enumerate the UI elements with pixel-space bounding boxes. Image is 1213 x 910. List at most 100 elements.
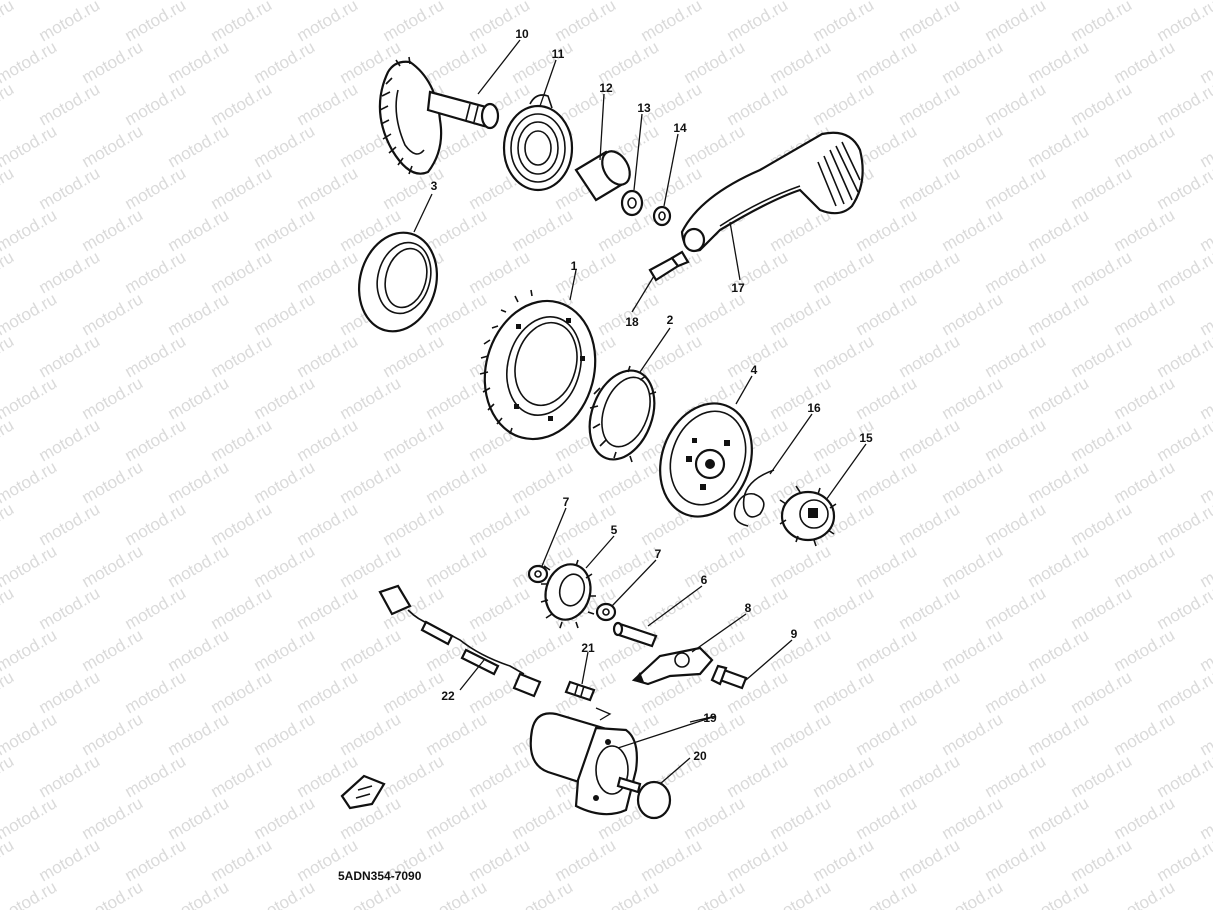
watermark-text: motod.ru xyxy=(165,457,233,507)
callout-6: 6 xyxy=(701,573,708,587)
watermark-text: motod.ru xyxy=(939,373,1007,423)
watermark-text: motod.ru xyxy=(638,835,706,885)
watermark-text: motod.ru xyxy=(251,121,319,171)
watermark-text: motod.ru xyxy=(1154,79,1213,129)
watermark-text: motod.ru xyxy=(681,289,749,339)
watermark-text: motod.ru xyxy=(165,709,233,759)
watermark-text: motod.ru xyxy=(79,37,147,87)
watermark-text: motod.ru xyxy=(896,79,964,129)
watermark-text: motod.ru xyxy=(767,709,835,759)
watermark-text: motod.ru xyxy=(337,457,405,507)
watermark-text: motod.ru xyxy=(939,121,1007,171)
watermark-text: motod.ru xyxy=(0,625,60,675)
part-starter-motor xyxy=(529,712,642,816)
watermark-text: motod.ru xyxy=(36,499,104,549)
callout-19: 19 xyxy=(703,711,717,725)
watermark-text: motod.ru xyxy=(294,499,362,549)
watermark-text: motod.ru xyxy=(79,289,147,339)
watermark-text: motod.ru xyxy=(1154,751,1213,801)
callout-16: 16 xyxy=(807,401,821,415)
watermark-text: motod.ru xyxy=(1068,247,1136,297)
watermark-text: motod.ru xyxy=(939,541,1007,591)
watermark-text: motod.ru xyxy=(0,583,17,633)
watermark-text: motod.ru xyxy=(79,793,147,843)
watermark-text: motod.ru xyxy=(896,415,964,465)
watermark-text: motod.ru xyxy=(982,499,1050,549)
watermark-text: motod.ru xyxy=(294,0,362,45)
watermark-text: motod.ru xyxy=(767,877,835,910)
watermark-text: motod.ru xyxy=(982,667,1050,717)
watermark-text: motod.ru xyxy=(165,289,233,339)
watermark-text: motod.ru xyxy=(251,541,319,591)
watermark-text: motod.ru xyxy=(724,499,792,549)
watermark-text: motod.ru xyxy=(0,79,17,129)
watermark-text: motod.ru xyxy=(767,373,835,423)
watermark-text: motod.ru xyxy=(423,877,491,910)
watermark-text: motod.ru xyxy=(0,289,60,339)
watermark-text: motod.ru xyxy=(810,583,878,633)
watermark-text: motod.ru xyxy=(1025,289,1093,339)
watermark-text: motod.ru xyxy=(681,877,749,910)
watermark-text: motod.ru xyxy=(0,163,17,213)
watermark-text: motod.ru xyxy=(853,37,921,87)
watermark-text: motod.ru xyxy=(1111,793,1179,843)
watermark-text: motod.ru xyxy=(0,457,60,507)
callout-2: 2 xyxy=(667,313,674,327)
watermark-text: motod.ru xyxy=(1068,499,1136,549)
watermark-text: motod.ru xyxy=(208,79,276,129)
watermark-text: motod.ru xyxy=(509,625,577,675)
callout-5: 5 xyxy=(611,523,618,537)
watermark-text: motod.ru xyxy=(1068,0,1136,45)
watermark-text: motod.ru xyxy=(165,877,233,910)
part-plate xyxy=(631,646,714,686)
callout-4: 4 xyxy=(751,363,758,377)
watermark-text: motod.ru xyxy=(251,205,319,255)
watermark-text: motod.ru xyxy=(1068,667,1136,717)
watermark-text: motod.ru xyxy=(767,793,835,843)
watermark-text: motod.ru xyxy=(810,835,878,885)
part-kick-crank xyxy=(680,131,864,253)
watermark-text: motod.ru xyxy=(982,583,1050,633)
watermark-text: motod.ru xyxy=(466,247,534,297)
watermark-text: motod.ru xyxy=(165,541,233,591)
watermark-text: motod.ru xyxy=(853,205,921,255)
watermark-text: motod.ru xyxy=(767,37,835,87)
watermark-text: motod.ru xyxy=(122,415,190,465)
watermark-text: motod.ru xyxy=(79,625,147,675)
watermark-text: motod.ru xyxy=(681,541,749,591)
watermark-text: motod.ru xyxy=(724,583,792,633)
watermark-text: motod.ru xyxy=(1025,373,1093,423)
watermark-text: motod.ru xyxy=(1197,0,1213,3)
watermark-text: motod.ru xyxy=(552,0,620,45)
watermark-text: motod.ru xyxy=(294,583,362,633)
diagram-code: 5ADN354-7090 xyxy=(338,869,422,883)
watermark-text: motod.ru xyxy=(36,247,104,297)
watermark-text: motod.ru xyxy=(724,751,792,801)
watermark-text: motod.ru xyxy=(251,793,319,843)
watermark-text: motod.ru xyxy=(208,751,276,801)
watermark-text: motod.ru xyxy=(0,415,17,465)
watermark-text: motod.ru xyxy=(552,835,620,885)
watermark-text: motod.ru xyxy=(810,0,878,45)
callout-9: 9 xyxy=(791,627,798,641)
watermark-text: motod.ru xyxy=(36,415,104,465)
watermark-text: motod.ru xyxy=(0,877,60,910)
watermark-text: motod.ru xyxy=(122,835,190,885)
watermark-text: motod.ru xyxy=(681,37,749,87)
watermark-text: motod.ru xyxy=(853,373,921,423)
watermark-text: motod.ru xyxy=(208,415,276,465)
watermark-text: motod.ru xyxy=(595,37,663,87)
watermark-text: motod.ru xyxy=(1111,289,1179,339)
watermark-text: motod.ru xyxy=(767,625,835,675)
watermark-text: motod.ru xyxy=(1025,205,1093,255)
watermark-text: motod.ru xyxy=(939,709,1007,759)
watermark-text: motod.ru xyxy=(1111,625,1179,675)
watermark-text: motod.ru xyxy=(337,709,405,759)
watermark-text: motod.ru xyxy=(0,331,17,381)
watermark-text: motod.ru xyxy=(0,121,60,171)
watermark-text: motod.ru xyxy=(423,793,491,843)
watermark-text: motod.ru xyxy=(810,667,878,717)
watermark-text: motod.ru xyxy=(810,79,878,129)
watermark-text: motod.ru xyxy=(165,37,233,87)
